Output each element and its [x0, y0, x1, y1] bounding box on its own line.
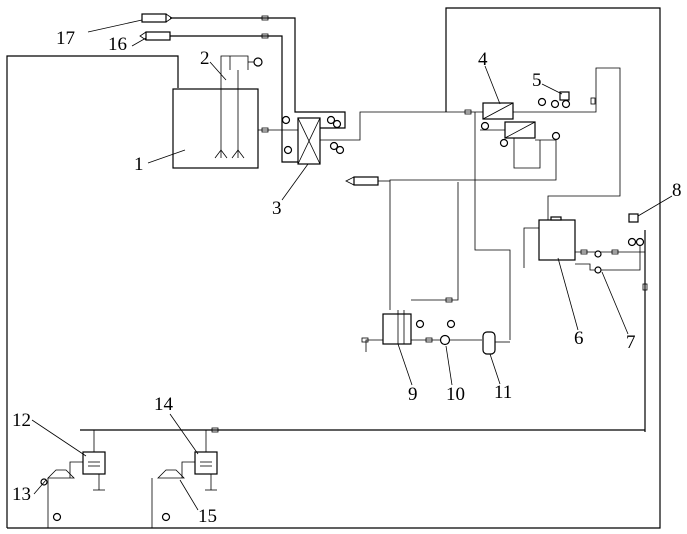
- label-11: 11: [494, 382, 512, 403]
- tank-12: [40, 430, 106, 528]
- label-14: 14: [154, 394, 174, 415]
- label-17: 17: [56, 28, 75, 49]
- label-2: 2: [200, 48, 210, 69]
- label-10: 10: [446, 384, 465, 405]
- tank-9: [365, 182, 459, 352]
- label-7: 7: [626, 332, 636, 353]
- filter-11: [482, 331, 510, 355]
- label-6: 6: [574, 328, 584, 349]
- tank-14: [151, 430, 218, 528]
- pump-10: [439, 319, 482, 346]
- label-16: 16: [108, 34, 127, 55]
- label-15: 15: [198, 506, 217, 527]
- tank-6: [523, 213, 645, 274]
- label-3: 3: [272, 198, 282, 219]
- component-17-cylinder: [87, 13, 173, 33]
- label-5: 5: [532, 70, 542, 91]
- valve-markers: [211, 15, 648, 433]
- spray-nozzle: [345, 176, 390, 186]
- tank-1: [172, 55, 318, 169]
- exchanger-4: [389, 67, 621, 340]
- label-8: 8: [672, 180, 682, 201]
- label-13: 13: [12, 484, 31, 505]
- label-1: 1: [134, 154, 144, 175]
- label-12: 12: [12, 410, 31, 431]
- exchanger-3: [281, 111, 446, 165]
- outer-return-line: [6, 7, 661, 529]
- label-4: 4: [478, 49, 488, 70]
- label-9: 9: [408, 384, 418, 405]
- component-16-cylinder: [131, 31, 171, 47]
